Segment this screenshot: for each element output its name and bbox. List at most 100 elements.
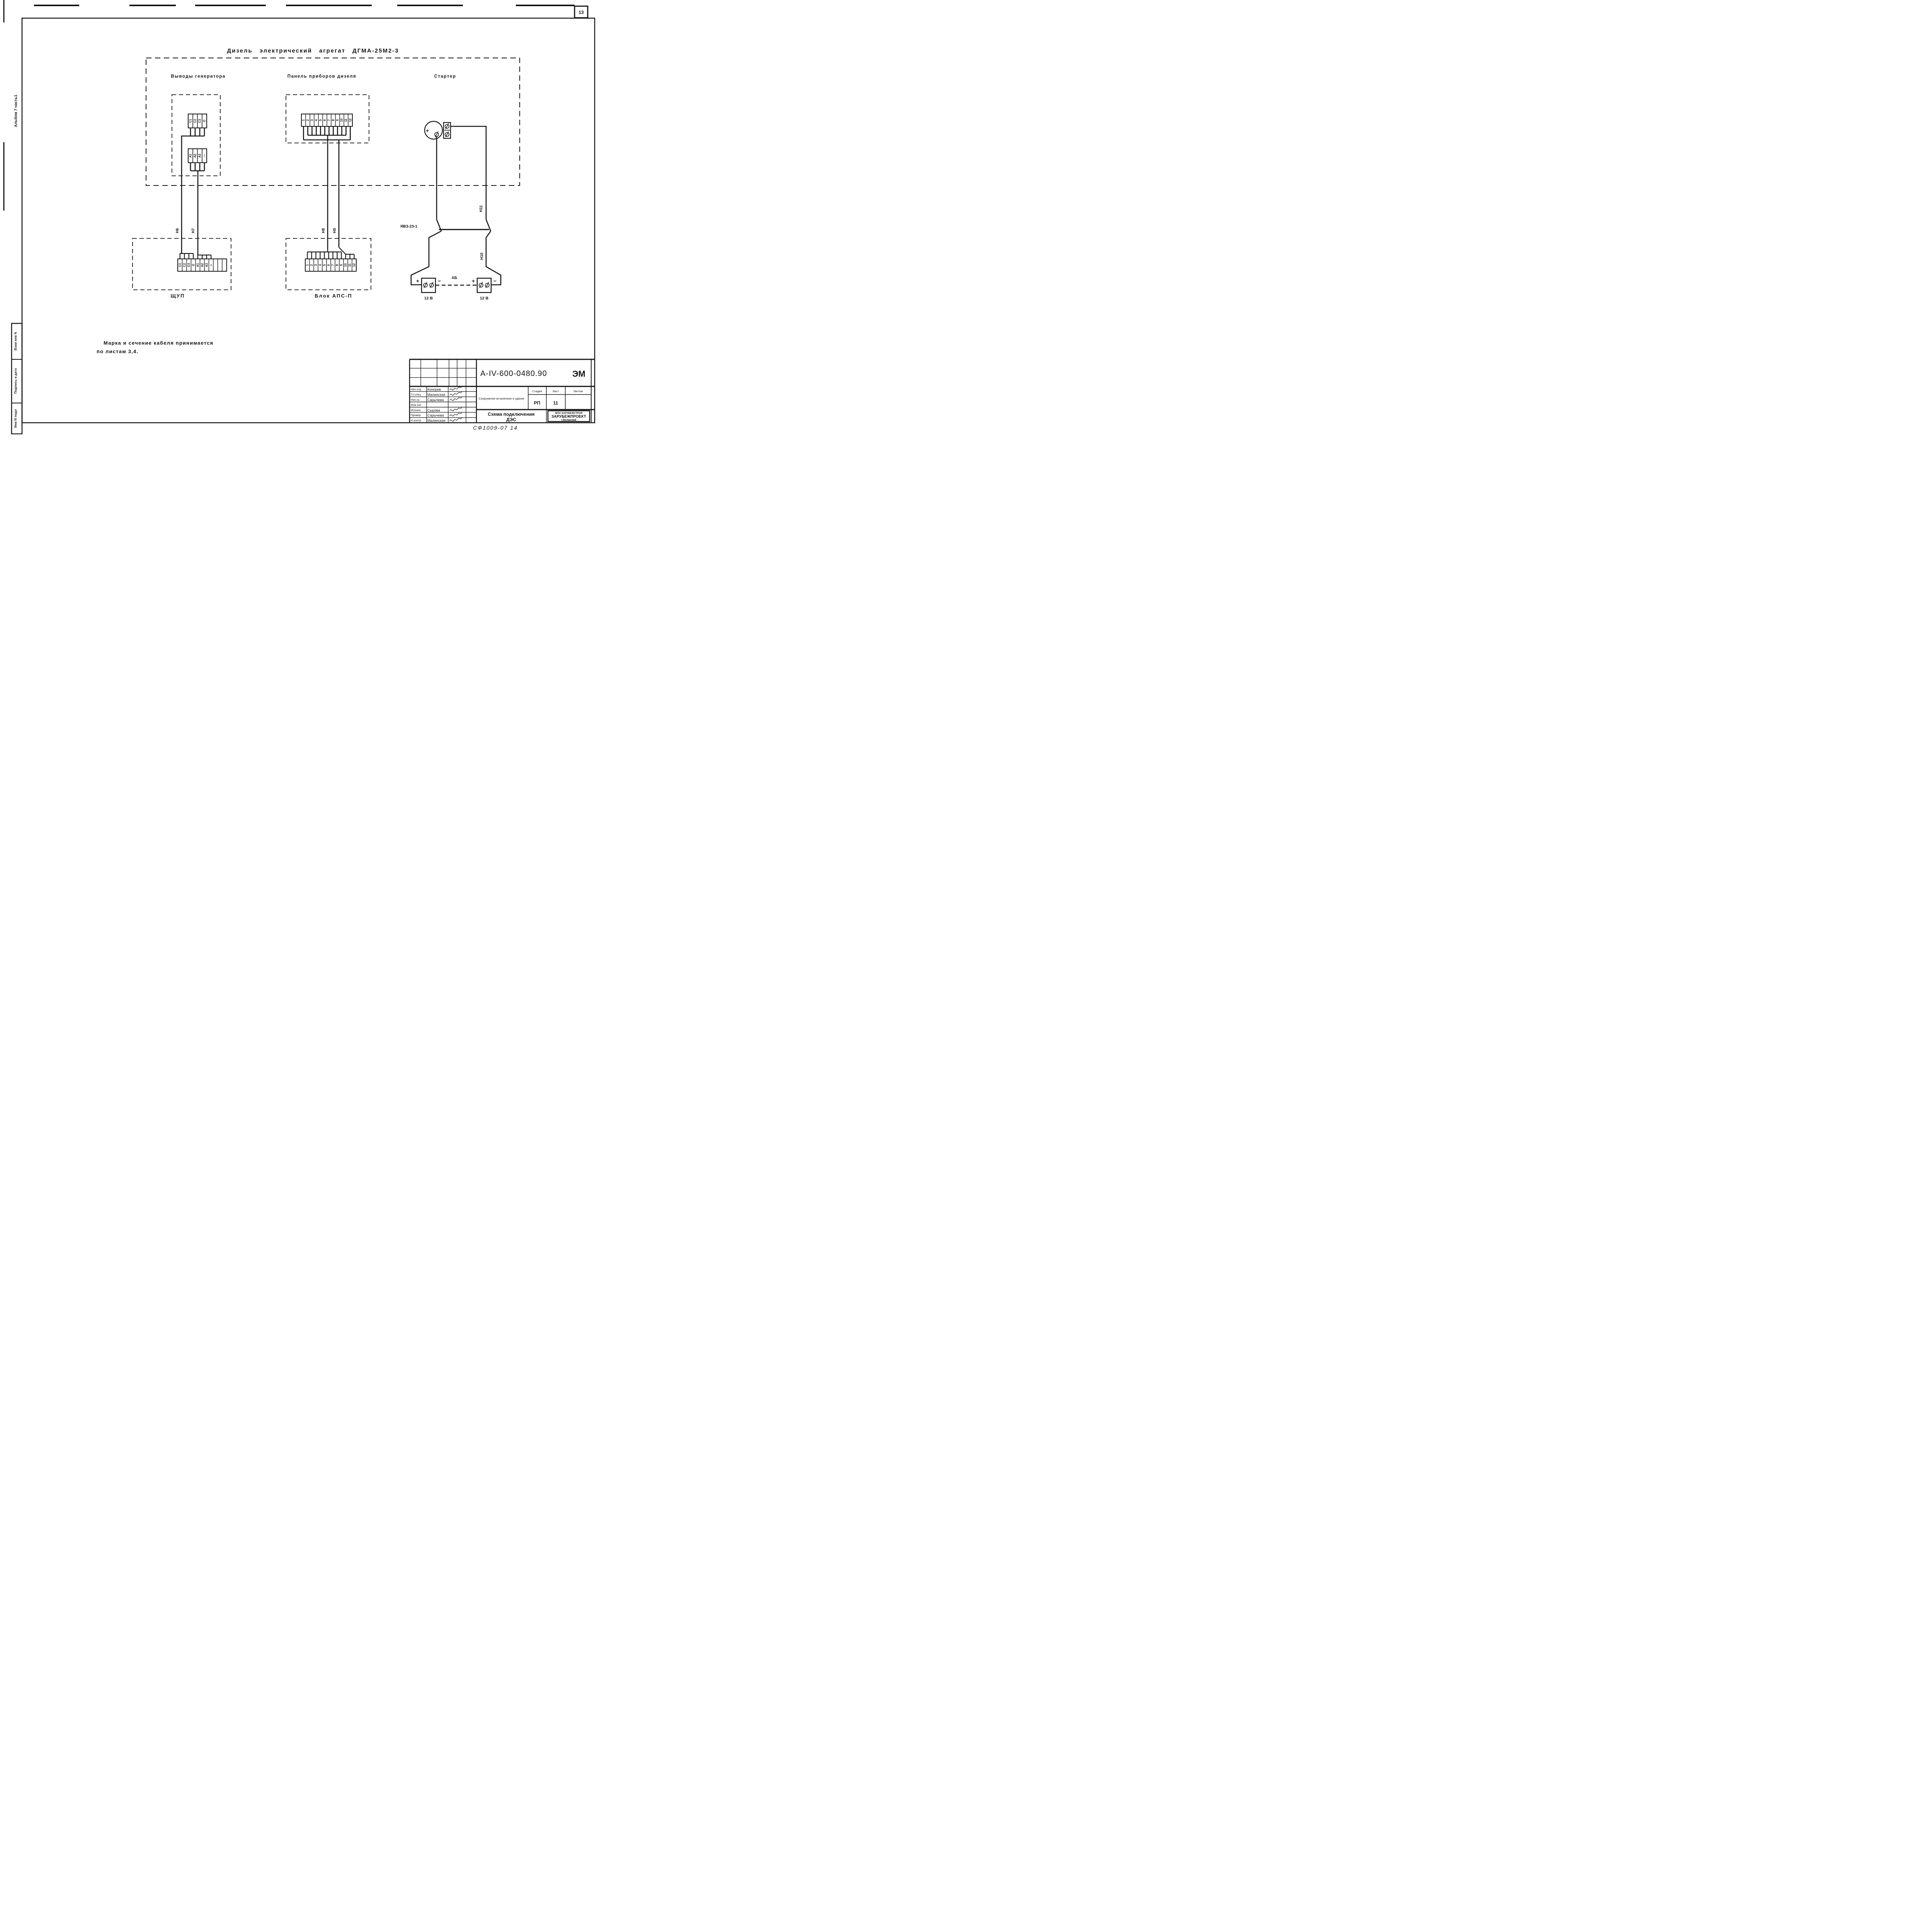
signature-scribble (449, 386, 462, 391)
aps-dashed-box (286, 238, 371, 290)
unit-boundary-dashed-box (146, 58, 520, 186)
row-name: Сырова (427, 408, 440, 412)
terminal-label: 1 (306, 264, 309, 266)
shchup-label: ЩУП (171, 293, 185, 299)
wire-label-h8: Н8 (321, 228, 326, 233)
wire-label-h9: Н9 (333, 228, 337, 233)
row-role: Нач.гр (411, 398, 419, 401)
panel-wires (303, 126, 351, 249)
signature-scribble (449, 391, 462, 396)
screw-terminal-icon (429, 282, 434, 288)
album-label: Альбом 7 часть1 (14, 95, 18, 127)
signature-scribble (449, 396, 462, 401)
battery2-voltage: 12 В (480, 296, 489, 301)
screw-terminal-icon (485, 282, 490, 288)
doc-type: ЭМ (572, 369, 585, 379)
battery1-plus: + (416, 278, 419, 284)
terminal-label: 6 (323, 119, 327, 121)
title-block: Нач.отд Конорев Гл.спец Малинская Нач.гр… (409, 359, 595, 423)
terminal-label: 11 (348, 263, 352, 267)
sheet-number: 13 (578, 10, 584, 15)
drawing-title-line2: ДЭС (506, 417, 516, 422)
stamp-strip: Взам инв N Подпись и дата Инв N подл (11, 323, 23, 434)
sheets-header: Листов (573, 389, 583, 393)
terminal-label: А1 (196, 263, 199, 267)
wire-label-h11: Н11 (479, 205, 483, 212)
row-role: Нач.отд (411, 388, 422, 391)
terminal-label: О (192, 264, 195, 266)
stage-header: Стадия (532, 389, 542, 393)
generator-section-label: Выводы генератора (171, 74, 226, 79)
cable-note-line2: по листам 3,4. (97, 349, 138, 354)
signature-rows: Нач.отд Конорев Гл.спец Малинская Нач.гр… (411, 388, 445, 423)
terminal-label: 9 (340, 264, 343, 266)
terminal-label: 1 (302, 119, 305, 121)
terminal-label: А3 (205, 263, 208, 267)
org-city: г.Волжский (561, 418, 577, 422)
terminal-label: 3 (310, 119, 314, 121)
screw-terminal-icon (445, 123, 449, 129)
row-role: Исполн (411, 408, 421, 412)
wire-label-h6: Н6 (175, 228, 180, 233)
terminal-label: 7 (327, 119, 331, 121)
drawing-sheet: 13 Альбом 7 часть1 Взам инв N Подпись и … (0, 0, 597, 434)
battery-feed-wires (410, 230, 502, 286)
terminal-label: А1 (189, 153, 192, 158)
doc-number: А-IV-600-0480.90 (480, 369, 547, 378)
battery-2: + − 12 В (472, 277, 497, 301)
terminal-label: 6 (327, 264, 330, 266)
row-name: Сарычева (427, 413, 444, 417)
terminal-label: 12 (349, 118, 352, 122)
generator-wires (181, 128, 205, 255)
terminal-label: 10 (344, 263, 347, 267)
drawing-frame (21, 17, 595, 423)
battery1-voltage: 12 В (424, 296, 433, 301)
stamp-inv-podl: Инв N подл (14, 409, 17, 428)
battery2-plus: + (472, 278, 475, 284)
signature-scribble (449, 407, 462, 411)
sheet-value: 11 (553, 400, 558, 406)
sheet-header: Лист (553, 389, 559, 393)
terminal-label: 2 (306, 119, 310, 121)
terminal-label: С3 (187, 263, 190, 267)
row-role: Провер (411, 413, 421, 417)
terminal-label: — (203, 154, 206, 157)
battery1-minus: − (438, 278, 441, 284)
switch-label: ЯВЗ-23-1 (400, 224, 417, 229)
shchup-dashed-box (132, 238, 231, 290)
aps-fan-wires (307, 247, 355, 259)
starter-section-label: Стартер (434, 74, 456, 79)
terminal-label: С3 (198, 119, 202, 123)
terminal-label: С2 (194, 119, 197, 123)
row-role: Н.контр (411, 419, 421, 422)
diagram-title: Дизель электрический агрегат ДГМА-25М2-3 (227, 48, 399, 54)
stage-value: РП (534, 400, 541, 406)
terminal-label: 2 (310, 264, 313, 266)
terminal-label: А2 (194, 153, 197, 158)
wire-label-h10: Н10 (480, 252, 484, 260)
signature-table-grid (410, 386, 476, 423)
revision-grid (410, 359, 476, 386)
starter-plus-sign: + (426, 128, 429, 134)
screw-terminal-icon (423, 282, 428, 288)
generator-terminal-block-1: С1 С2 С3 О (188, 114, 207, 128)
terminal-label: 10 (340, 118, 344, 122)
org-name: ЗАРУБЕЖПРОЕКТ (551, 415, 586, 419)
row-role: Гл.спец (411, 393, 421, 396)
terminal-label: 12 (352, 263, 356, 267)
terminal-label: 4 (318, 264, 322, 266)
row-name: Малинская (427, 419, 445, 423)
screw-terminal-icon (445, 131, 449, 138)
org-parent: ВПО ЗАРУБЕЖСТРОЯ (555, 412, 583, 415)
stamp-podpis-data: Подпись и дата (14, 368, 17, 394)
cable-note-line1: Марка и сечение кабеля принимается (104, 340, 213, 346)
row-name: Конорев (427, 388, 441, 391)
aps-label: Блок АПС-П (315, 293, 352, 299)
terminal-label: 7 (331, 264, 335, 266)
stamp-vzam-inv: Взам инв N (14, 332, 17, 350)
aps-terminal-strip: 1 2 3 4 5 6 7 8 9 10 11 12 (305, 259, 357, 272)
terminal-label: С2 (183, 263, 186, 267)
organisation-box: ВПО ЗАРУБЕЖСТРОЯ ЗАРУБЕЖПРОЕКТ г.Волжски… (547, 410, 590, 422)
terminal-label: 4 (315, 119, 318, 121)
battery2-minus: − (493, 278, 497, 284)
